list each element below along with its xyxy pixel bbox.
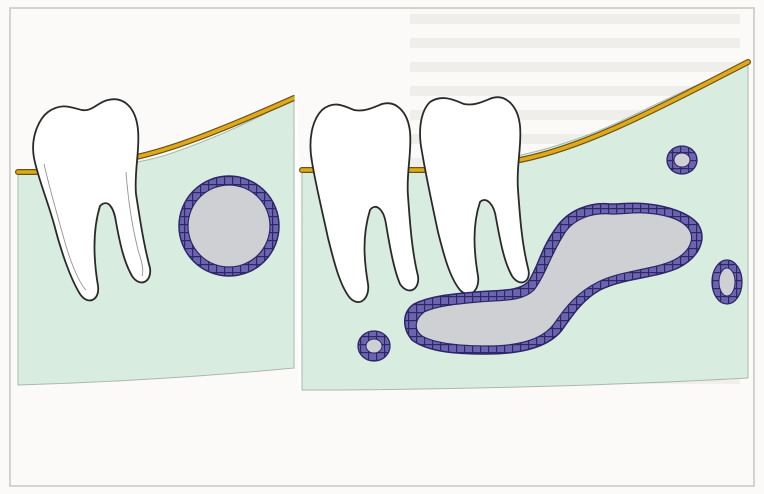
- panel-divider: [296, 92, 300, 392]
- left-panel: [18, 98, 294, 385]
